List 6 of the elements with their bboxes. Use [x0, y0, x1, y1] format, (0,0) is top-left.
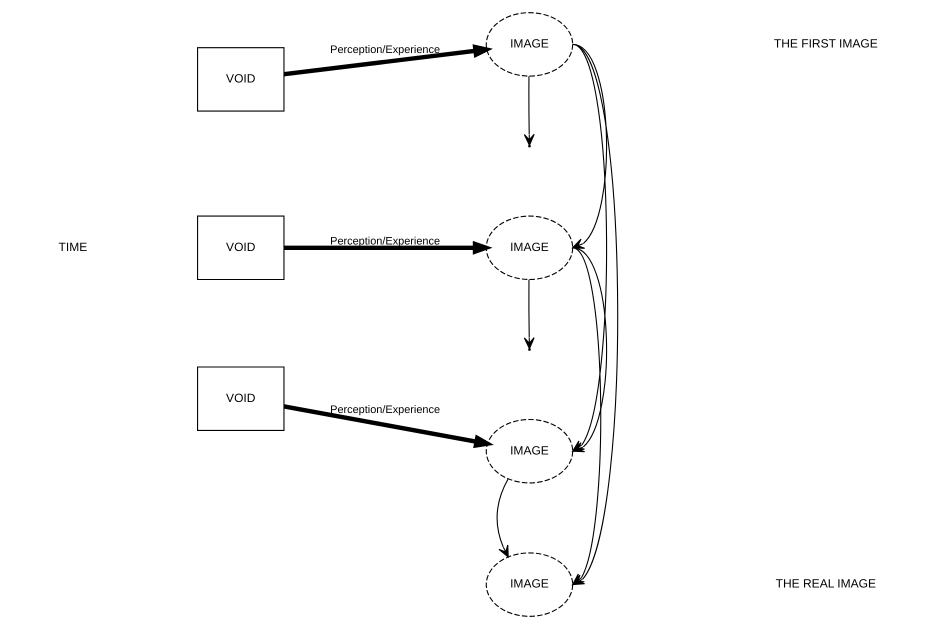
edge-label: Perception/Experience [330, 236, 440, 248]
label: THE FIRST IMAGE [773, 36, 878, 50]
edge-label: Perception/Experience [330, 44, 440, 56]
edge-label: Perception/Experience [330, 404, 440, 416]
label: TIME [58, 240, 87, 254]
label: THE REAL IMAGE [775, 576, 876, 591]
